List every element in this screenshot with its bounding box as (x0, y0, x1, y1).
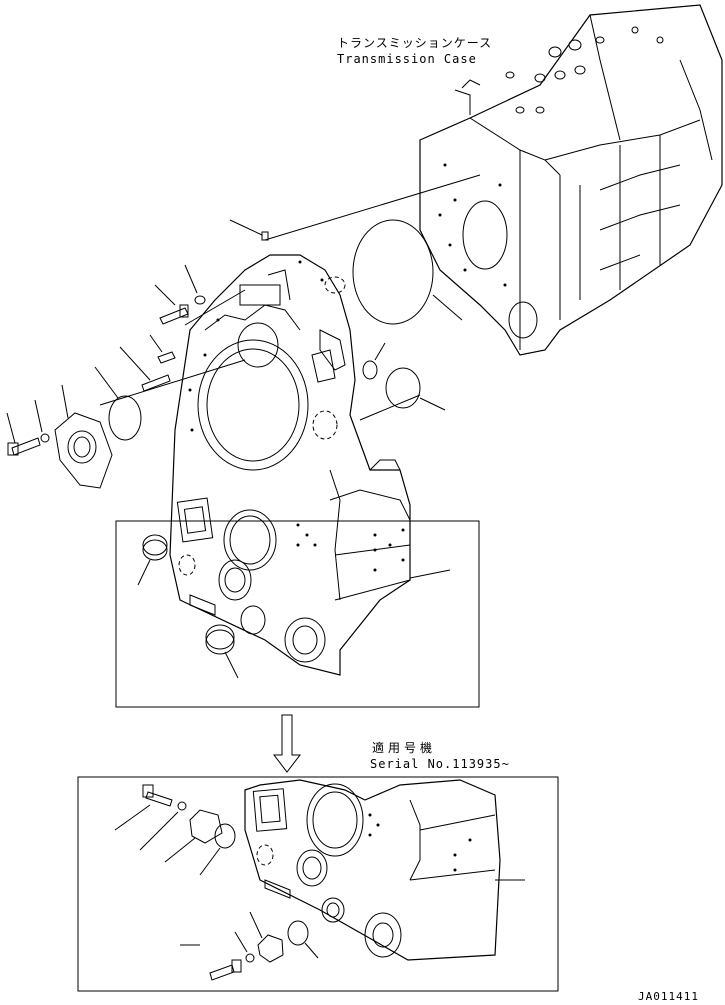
housing-detail (244, 779, 501, 961)
drawing-code: JA011411 (638, 990, 699, 1003)
transmission-case (419, 4, 723, 356)
detail-frame-1 (115, 520, 480, 708)
serial-label-en: Serial No.113935~ (370, 757, 510, 771)
cover-plate (54, 412, 113, 489)
left-o-ring (108, 395, 142, 441)
seal (205, 624, 235, 650)
transmission-case-label-en: Transmission Case (337, 52, 477, 66)
o-ring-small (362, 360, 378, 380)
plug (142, 534, 168, 556)
gasket (352, 219, 434, 325)
down-arrow (272, 714, 302, 773)
detail-fasteners (114, 784, 525, 981)
detail-frame-2 (77, 776, 559, 992)
flywheel-housing (169, 254, 411, 676)
o-ring (385, 367, 421, 409)
transmission-case-label-jp: トランスミッションケース (337, 36, 493, 50)
left-fasteners (6, 219, 269, 489)
serial-label-jp: 適用号機 (372, 741, 437, 755)
